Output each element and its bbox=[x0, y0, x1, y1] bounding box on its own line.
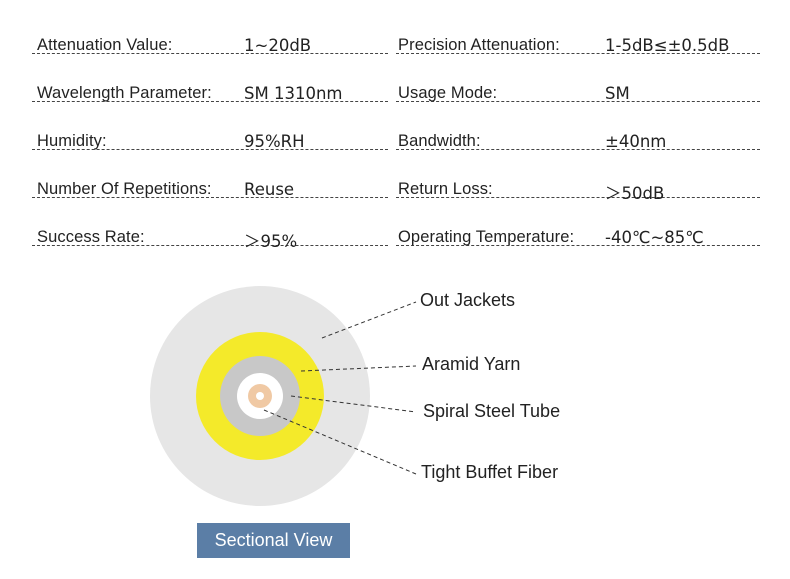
leader-line-out-jackets bbox=[321, 301, 417, 339]
leader-line-aramid-yarn bbox=[300, 365, 417, 372]
spec-value: 1-5dB≤±0.5dB bbox=[605, 36, 730, 55]
spec-cell: Precision Attenuation: 1-5dB≤±0.5dB bbox=[396, 6, 760, 55]
spec-value: Reuse bbox=[244, 180, 295, 199]
spec-label: Usage Mode: bbox=[398, 84, 498, 102]
spec-label: Attenuation Value: bbox=[37, 36, 173, 54]
spec-cell: Bandwidth: ±40nm bbox=[396, 102, 760, 151]
spec-cell: Success Rate: ＞95% bbox=[32, 198, 388, 251]
spec-cell: Attenuation Value: 1~20dB bbox=[32, 6, 388, 55]
spec-cell: Return Loss: ＞50dB bbox=[396, 150, 760, 203]
spec-label: Humidity: bbox=[37, 132, 107, 150]
spec-label: Number Of Repetitions: bbox=[37, 180, 212, 198]
spec-row: Attenuation Value: 1~20dB Precision Atte… bbox=[32, 6, 760, 55]
spec-row: Humidity: 95%RH Bandwidth: ±40nm bbox=[32, 102, 760, 151]
spec-cell: Operating Temperature: -40℃~85℃ bbox=[396, 198, 760, 247]
spec-cell: Number Of Repetitions: Reuse bbox=[32, 150, 388, 199]
spec-label: Operating Temperature: bbox=[398, 228, 575, 246]
spec-value: -40℃~85℃ bbox=[605, 228, 704, 247]
spec-cell: Usage Mode: SM bbox=[396, 54, 760, 103]
spec-value: ＞95% bbox=[244, 232, 298, 251]
callout-out-jackets: Out Jackets bbox=[420, 290, 516, 310]
spec-value: 1~20dB bbox=[244, 36, 312, 55]
spec-value: ±40nm bbox=[605, 132, 667, 151]
spec-label: Success Rate: bbox=[37, 228, 145, 246]
spec-value: ＞50dB bbox=[605, 184, 665, 203]
spec-value: SM 1310nm bbox=[244, 84, 343, 103]
spec-value: SM bbox=[605, 84, 630, 103]
callout-tight-buffet-fiber: Tight Buffet Fiber bbox=[421, 462, 559, 482]
spec-label: Wavelength Parameter: bbox=[37, 84, 212, 102]
spec-label: Return Loss: bbox=[398, 180, 493, 198]
fiber-core bbox=[256, 392, 264, 400]
spec-label: Precision Attenuation: bbox=[398, 36, 560, 54]
spec-label: Bandwidth: bbox=[398, 132, 481, 150]
spec-row: Success Rate: ＞95% Operating Temperature… bbox=[32, 198, 760, 251]
callout-spiral-steel-tube: Spiral Steel Tube bbox=[423, 401, 561, 421]
spec-cell: Wavelength Parameter: SM 1310nm bbox=[32, 54, 388, 103]
spec-cell: Humidity: 95%RH bbox=[32, 102, 388, 151]
callout-aramid-yarn: Aramid Yarn bbox=[422, 354, 521, 374]
spec-value: 95%RH bbox=[244, 132, 305, 151]
spec-row: Number Of Repetitions: Reuse Return Loss… bbox=[32, 150, 760, 203]
spec-row: Wavelength Parameter: SM 1310nm Usage Mo… bbox=[32, 54, 760, 103]
sectional-view-caption: Sectional View bbox=[197, 523, 350, 558]
leader-line-spiral-steel-tube bbox=[290, 395, 417, 413]
